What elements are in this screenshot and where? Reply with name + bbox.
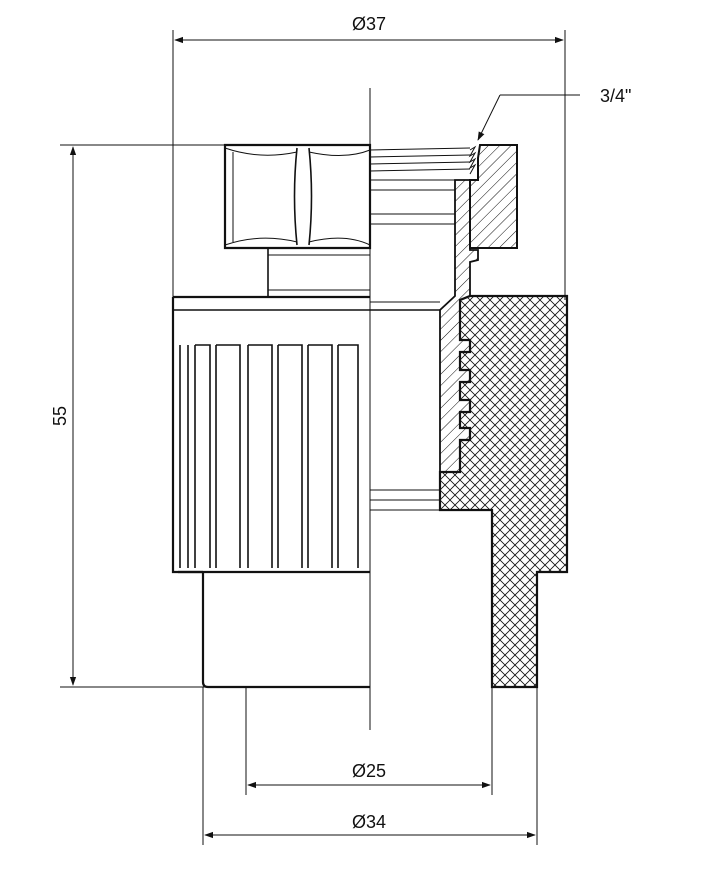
fitting-exterior-view [171, 143, 490, 689]
inner-diameter-label: Ø25 [352, 761, 386, 781]
dimension-thread: 3/4" [477, 86, 631, 141]
dimension-inner-diameter: Ø25 [245, 687, 493, 795]
height-label: 55 [50, 406, 70, 426]
neck [267, 248, 370, 297]
fitting-section-view [438, 144, 569, 689]
grip-ribs [179, 318, 371, 568]
thread-lines [369, 147, 471, 225]
plastic-body-section [438, 294, 569, 689]
thread-label: 3/4" [600, 86, 631, 106]
dimension-height: 55 [50, 144, 225, 688]
top-diameter-label: Ø37 [352, 14, 386, 34]
main-body [171, 295, 440, 574]
cap-section [468, 144, 518, 249]
dimension-top-diameter: Ø37 [172, 14, 566, 300]
bottom-diameter-label: Ø34 [352, 812, 386, 832]
hex-nut [223, 143, 372, 250]
lower-sleeve [201, 572, 371, 689]
